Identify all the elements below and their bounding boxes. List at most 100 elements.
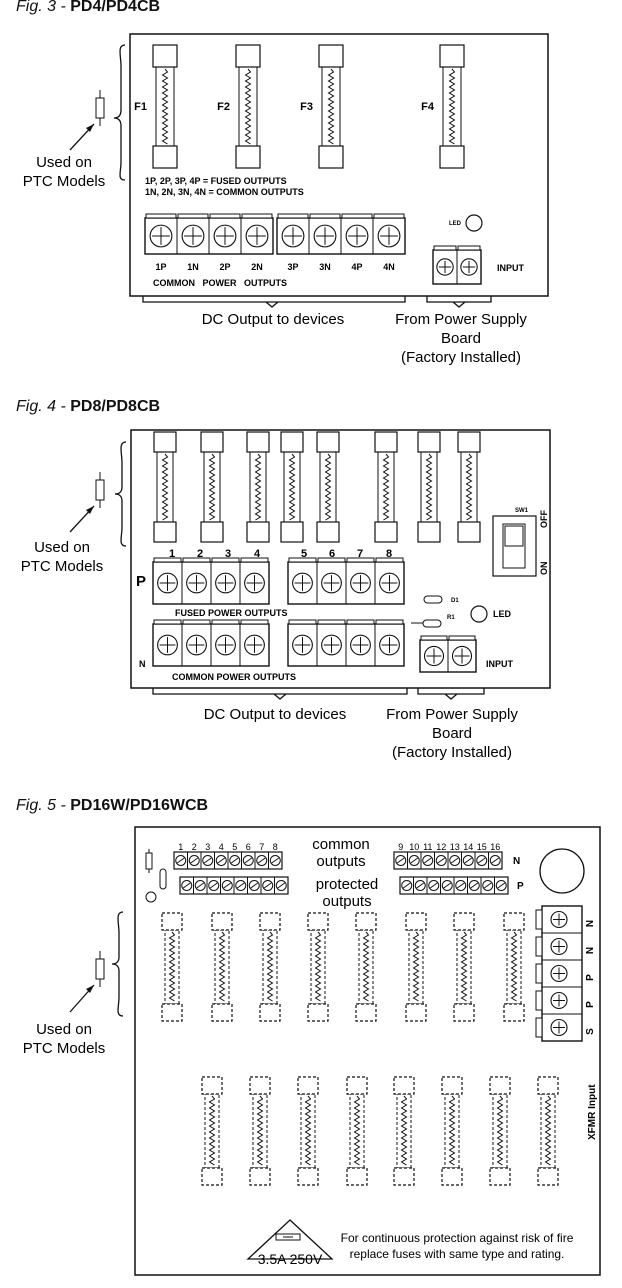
terminal-tab: [346, 619, 375, 625]
fuse-glass: [283, 451, 301, 523]
fig5-output-number-7: 7: [259, 842, 264, 852]
fuse-cap-bottom: [297, 1167, 319, 1186]
fuse-cap-top: [457, 431, 481, 453]
terminal-tab: [346, 557, 375, 563]
terminal-screw: [377, 224, 401, 248]
fuse-element: [425, 453, 433, 521]
fig4-switch-lever: [504, 525, 524, 547]
fig5-fuse-bottom-7: [489, 1076, 511, 1186]
fig4-fuse-8: [457, 431, 481, 543]
fig5-input-tab: [535, 963, 543, 984]
fuse-element: [353, 1095, 361, 1166]
terminal-screw: [244, 634, 265, 656]
fig3-caption-prefix: Fig. 3 -: [16, 0, 66, 15]
fig5-fuse-top-2: [211, 912, 233, 1022]
fuse-element: [412, 931, 420, 1002]
fig4-input-terminal: [419, 635, 477, 673]
fig5-model: PD16W/PD16WCB: [70, 797, 209, 814]
strip-screw-slot: [456, 882, 465, 889]
fig5-output-number-16: 16: [490, 842, 500, 852]
fig3-terminal-group-label: COMMON POWER OUTPUTS: [153, 278, 287, 288]
fuse-cap-bottom: [503, 1003, 525, 1022]
fig3-note-1: 1P, 2P, 3P, 4P = FUSED OUTPUTS: [145, 176, 287, 186]
terminal-screw: [379, 572, 400, 594]
fig4-output-number-7: 7: [357, 548, 363, 560]
fuse-element: [254, 453, 262, 521]
fuse-element: [362, 931, 370, 1002]
strip-screw-slot: [396, 857, 405, 864]
fuse-cap-top: [201, 1076, 223, 1095]
fuse-element: [324, 453, 332, 521]
fig5-board: [134, 826, 601, 1276]
fig5-output-number-6: 6: [246, 842, 251, 852]
terminal-screw: [451, 645, 473, 667]
fig5-input-screw-2: [550, 937, 568, 956]
fig5-caption-prefix: Fig. 5 -: [16, 797, 66, 814]
fig5-input-tab: [535, 909, 543, 930]
fig5-warning-line-1: For continuous protection against risk o…: [341, 1231, 574, 1245]
fig5-output-number-9: 9: [398, 842, 403, 852]
strip-screw-slot: [491, 857, 500, 864]
strip-screw-slot: [477, 857, 486, 864]
fuse-cap-bottom: [307, 1003, 329, 1022]
terminal-screw: [149, 224, 173, 248]
fuse-cap-top: [200, 431, 224, 453]
terminal-screw: [436, 258, 454, 276]
terminal-tab: [211, 557, 240, 563]
fuse-cap-bottom: [441, 1167, 463, 1186]
terminal-tab: [448, 635, 476, 641]
fig5-common-line-2: outputs: [316, 853, 365, 870]
fuse-cap-top: [297, 1076, 319, 1095]
fuse-glass: [319, 451, 337, 523]
strip-screw-slot: [470, 882, 479, 889]
fig3-caption: Fig. 3 - PD4/PD4CB: [16, 0, 160, 16]
fig3-led-label: LED: [449, 221, 462, 227]
fuse-cap-bottom: [152, 145, 178, 169]
fig3-terminal-label-8: 4N: [383, 262, 395, 272]
fig4-fuse-3: [246, 431, 270, 543]
fig5-output-number-14: 14: [463, 842, 473, 852]
strip-screw-slot: [217, 857, 226, 864]
fig3-ps-brace: [426, 296, 492, 308]
fig5-input-tab: [535, 1017, 543, 1038]
fig5-output-number-4: 4: [219, 842, 224, 852]
fig3-fuse-4: [439, 44, 465, 169]
fuse-cap-top: [211, 912, 233, 931]
terminal-tab: [241, 213, 273, 219]
fig5-fuse-top-7: [453, 912, 475, 1022]
fig5-fuse-bottom-8: [537, 1076, 559, 1186]
fig4-fuse-2: [200, 431, 224, 543]
fig3-ps-line-3: (Factory Installed): [401, 349, 521, 366]
fuse-cap-bottom: [235, 145, 261, 169]
fuse-cap-bottom: [201, 1167, 223, 1186]
terminal-tab: [182, 619, 211, 625]
fig5-fuse-bottom-4: [346, 1076, 368, 1186]
fuse-cap-bottom: [489, 1167, 511, 1186]
fuse-element: [218, 931, 226, 1002]
fig4-fuse-1: [153, 431, 177, 543]
fuse-element: [304, 1095, 312, 1166]
fig3-terminal-label-6: 3N: [319, 262, 331, 272]
fuse-cap-bottom: [393, 1167, 415, 1186]
fig3-model: PD4/PD4CB: [70, 0, 161, 15]
fuse-cap-bottom: [346, 1167, 368, 1186]
fig4-sw-label: SW1: [515, 508, 529, 514]
fig4-ps-line-3: (Factory Installed): [392, 744, 512, 761]
fig4-r1-label: R1: [447, 615, 455, 621]
fuse-element: [544, 1095, 552, 1166]
fuse-cap-top: [439, 44, 465, 68]
fig3-terminal-label-5: 3P: [287, 262, 298, 272]
fig5-output-number-10: 10: [409, 842, 419, 852]
fig5-output-number-15: 15: [477, 842, 487, 852]
fuse-element: [510, 931, 518, 1002]
fig5-input-tab: [535, 936, 543, 957]
fig4-ps-line-1: From Power Supply: [386, 706, 518, 723]
fig5-fuse-bottom-1: [201, 1076, 223, 1186]
strip-screw-slot: [230, 857, 239, 864]
fig3-terminal-label-3: 2P: [219, 262, 230, 272]
terminal-screw: [186, 572, 207, 594]
